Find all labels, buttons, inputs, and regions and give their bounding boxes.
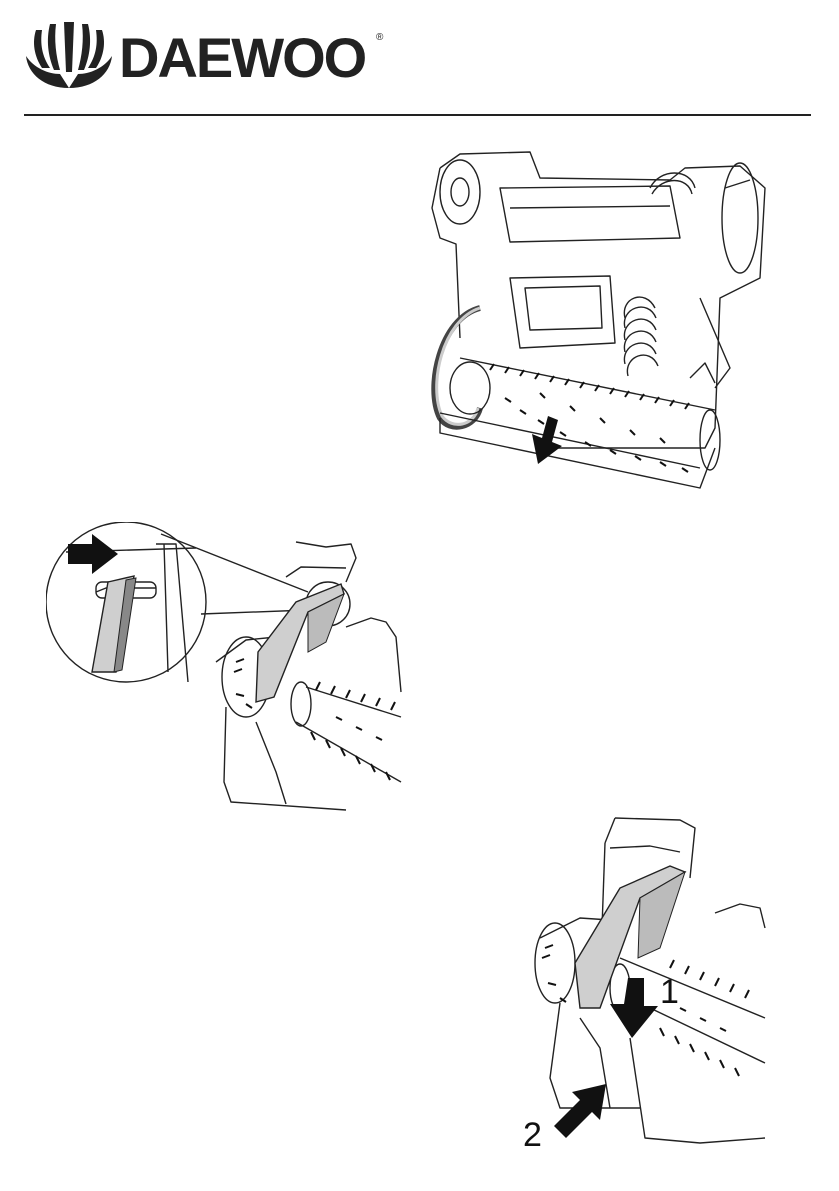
registered-mark: ®	[376, 32, 383, 43]
daewoo-fan-logo-icon	[24, 22, 114, 94]
arrow-down-left-icon	[532, 416, 562, 464]
header-divider	[24, 114, 811, 116]
arrow-up-right-icon	[554, 1084, 606, 1138]
figure-vacuum-underside	[420, 148, 780, 508]
figure-belt-detail	[46, 522, 416, 812]
step-label-2: 2	[523, 1118, 542, 1152]
step-label-1: 1	[660, 975, 679, 1009]
brand-wordmark: DAEWOO	[119, 30, 365, 86]
arrow-down-icon	[610, 978, 658, 1038]
figure-brushroll-refit	[520, 808, 770, 1148]
brand-logo: DAEWOO ®	[24, 22, 394, 94]
